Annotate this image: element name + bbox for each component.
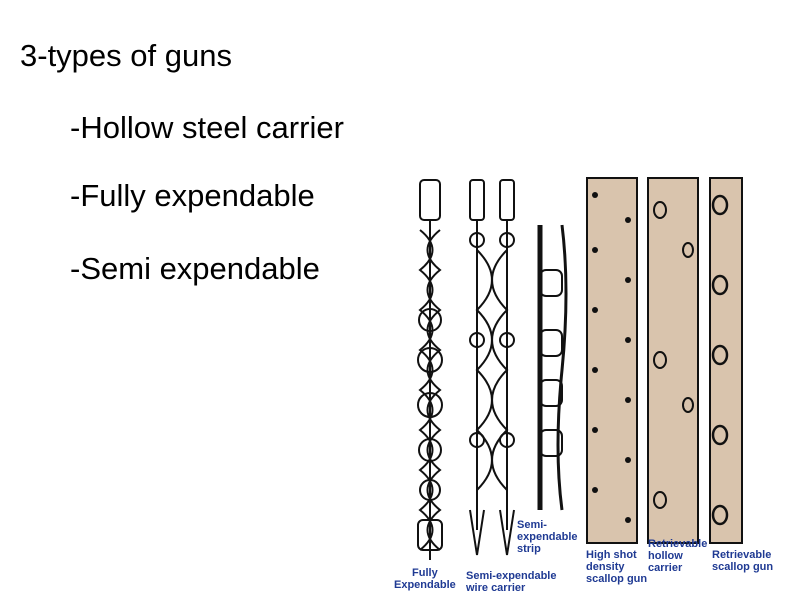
bullet-fully-expendable: -Fully expendable	[70, 178, 315, 213]
label-fully-expendable-text: Fully Expendable	[394, 567, 456, 591]
high-shot-density-scallop-gun	[586, 177, 638, 544]
label-retrievable-scallop-gun: Retrievable scallop gun	[712, 549, 773, 573]
label-high-shot-density-scallop-gun: High shot density scallop gun	[586, 549, 647, 585]
label-semi-wire-text: Semi-expendable wire carrier	[466, 570, 557, 594]
perforating-guns-figure: Fully Expendable Semi-expendable wire ca…	[390, 170, 790, 610]
label-semi-expendable-wire-carrier: Semi-expendable wire carrier	[466, 570, 556, 594]
bullet-semi-expendable: -Semi expendable	[70, 251, 320, 286]
semi-expendable-strip	[537, 224, 568, 511]
slide-title: 3-types of guns	[20, 38, 232, 73]
label-retrievable-hollow-text: Retrievable hollow carrier	[648, 538, 708, 574]
bullet-hollow-steel-carrier: -Hollow steel carrier	[70, 110, 344, 145]
label-retrievable-scallop-text: Retrievable scallop gun	[712, 549, 774, 573]
label-fully-expendable: Fully Expendable	[394, 567, 456, 591]
retrievable-scallop-gun	[709, 177, 743, 544]
label-semi-strip-text: Semi- expendable strip	[517, 519, 578, 555]
retrievable-hollow-carrier	[647, 177, 699, 544]
label-semi-expendable-strip: Semi- expendable strip	[517, 519, 578, 555]
semi-expendable-wire-carrier	[469, 179, 515, 556]
label-retrievable-hollow-carrier: Retrievable hollow carrier	[648, 538, 707, 574]
fully-expendable-gun	[417, 179, 443, 560]
guns-illustration	[417, 177, 743, 560]
label-high-shot-text: High shot density scallop gun	[586, 549, 648, 585]
